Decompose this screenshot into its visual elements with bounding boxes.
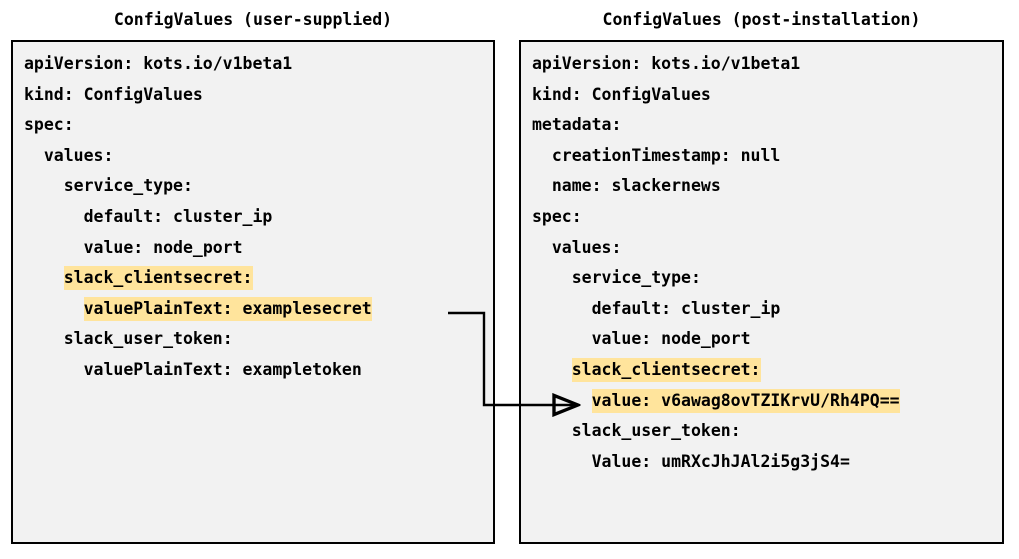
yaml-indent xyxy=(532,329,592,348)
yaml-text: slack_user_token: xyxy=(63,329,233,349)
yaml-indent xyxy=(532,299,592,318)
yaml-text: apiVersion: kots.io/v1beta1 xyxy=(532,54,801,73)
yaml-text: service_type: xyxy=(571,268,701,288)
yaml-indent xyxy=(24,299,84,318)
yaml-indent xyxy=(532,238,552,257)
yaml-text-highlighted: value: v6awag8ovTZIKrvU/Rh4PQ== xyxy=(591,388,900,413)
yaml-text: Value: umRXcJhJAl2i5g3jS4= xyxy=(591,451,850,471)
yaml-line: name: slackernews xyxy=(532,171,1002,202)
yaml-indent xyxy=(24,146,44,165)
yaml-line: kind: ConfigValues xyxy=(24,80,493,111)
yaml-text: apiVersion: kots.io/v1beta1 xyxy=(24,54,293,73)
yaml-indent xyxy=(24,268,64,287)
yaml-indent xyxy=(532,176,552,195)
yaml-text-highlighted: slack_clientsecret: xyxy=(571,357,761,382)
yaml-line: creationTimestamp: null xyxy=(532,141,1002,172)
yaml-text: spec: xyxy=(532,206,582,226)
yaml-text: service_type: xyxy=(63,176,193,196)
yaml-line: spec: xyxy=(532,202,1002,233)
yaml-text: valuePlainText: exampletoken xyxy=(83,359,362,379)
yaml-line: metadata: xyxy=(532,110,1002,141)
yaml-line: values: xyxy=(532,233,1002,264)
yaml-line: slack_clientsecret: xyxy=(532,355,1002,386)
yaml-indent xyxy=(532,268,572,287)
right-panel-title: ConfigValues (post-installation) xyxy=(602,10,921,29)
yaml-line: default: cluster_ip xyxy=(24,202,493,233)
right-yaml-lines: apiVersion: kots.io/v1beta1 kind: ConfigV… xyxy=(532,49,1002,542)
yaml-line: default: cluster_ip xyxy=(532,294,1002,325)
yaml-text: value: node_port xyxy=(591,329,751,349)
yaml-text: slack_user_token: xyxy=(571,421,741,441)
yaml-indent xyxy=(532,146,552,165)
yaml-line: value: node_port xyxy=(24,233,493,264)
yaml-text: values: xyxy=(551,237,622,257)
left-yaml-lines: apiVersion: kots.io/v1beta1 kind: ConfigV… xyxy=(24,49,493,542)
yaml-line: spec: xyxy=(24,110,493,141)
yaml-line: kind: ConfigValues xyxy=(532,80,1002,111)
yaml-text: value: node_port xyxy=(83,237,243,257)
yaml-text-highlighted: slack_clientsecret: xyxy=(63,266,253,291)
yaml-indent xyxy=(24,360,84,379)
right-yaml-panel: apiVersion: kots.io/v1beta1 kind: ConfigV… xyxy=(519,40,1004,544)
yaml-text: metadata: xyxy=(532,115,622,135)
yaml-line: Value: umRXcJhJAl2i5g3jS4= xyxy=(532,447,1002,478)
yaml-line: valuePlainText: examplesecret xyxy=(24,294,493,325)
yaml-indent xyxy=(532,421,572,440)
yaml-line: slack_clientsecret: xyxy=(24,263,493,294)
yaml-text: name: slackernews xyxy=(551,176,721,196)
yaml-line: values: xyxy=(24,141,493,172)
yaml-indent xyxy=(532,452,592,471)
yaml-text: spec: xyxy=(24,115,74,135)
yaml-line: service_type: xyxy=(532,263,1002,294)
yaml-line: valuePlainText: exampletoken xyxy=(24,355,493,386)
yaml-line: service_type: xyxy=(24,171,493,202)
yaml-line: slack_user_token: xyxy=(24,324,493,355)
yaml-text: default: cluster_ip xyxy=(591,298,781,318)
yaml-line: value: v6awag8ovTZIKrvU/Rh4PQ== xyxy=(532,386,1002,417)
yaml-text: kind: ConfigValues xyxy=(24,84,203,104)
yaml-indent xyxy=(24,207,84,226)
yaml-line: value: node_port xyxy=(532,324,1002,355)
left-panel-title: ConfigValues (user-supplied) xyxy=(113,10,393,29)
yaml-text-highlighted: valuePlainText: examplesecret xyxy=(83,296,372,321)
yaml-line: apiVersion: kots.io/v1beta1 xyxy=(532,49,1002,80)
yaml-indent xyxy=(24,176,64,195)
yaml-text: values: xyxy=(43,145,114,165)
yaml-text: creationTimestamp: null xyxy=(551,145,781,165)
yaml-text: default: cluster_ip xyxy=(83,206,273,226)
left-yaml-panel: apiVersion: kots.io/v1beta1 kind: ConfigV… xyxy=(11,40,495,544)
yaml-indent xyxy=(532,360,572,379)
yaml-indent xyxy=(24,238,84,257)
yaml-indent xyxy=(532,391,592,410)
yaml-line: apiVersion: kots.io/v1beta1 xyxy=(24,49,493,80)
yaml-line: slack_user_token: xyxy=(532,416,1002,447)
yaml-indent xyxy=(24,329,64,348)
yaml-text: kind: ConfigValues xyxy=(532,84,711,104)
